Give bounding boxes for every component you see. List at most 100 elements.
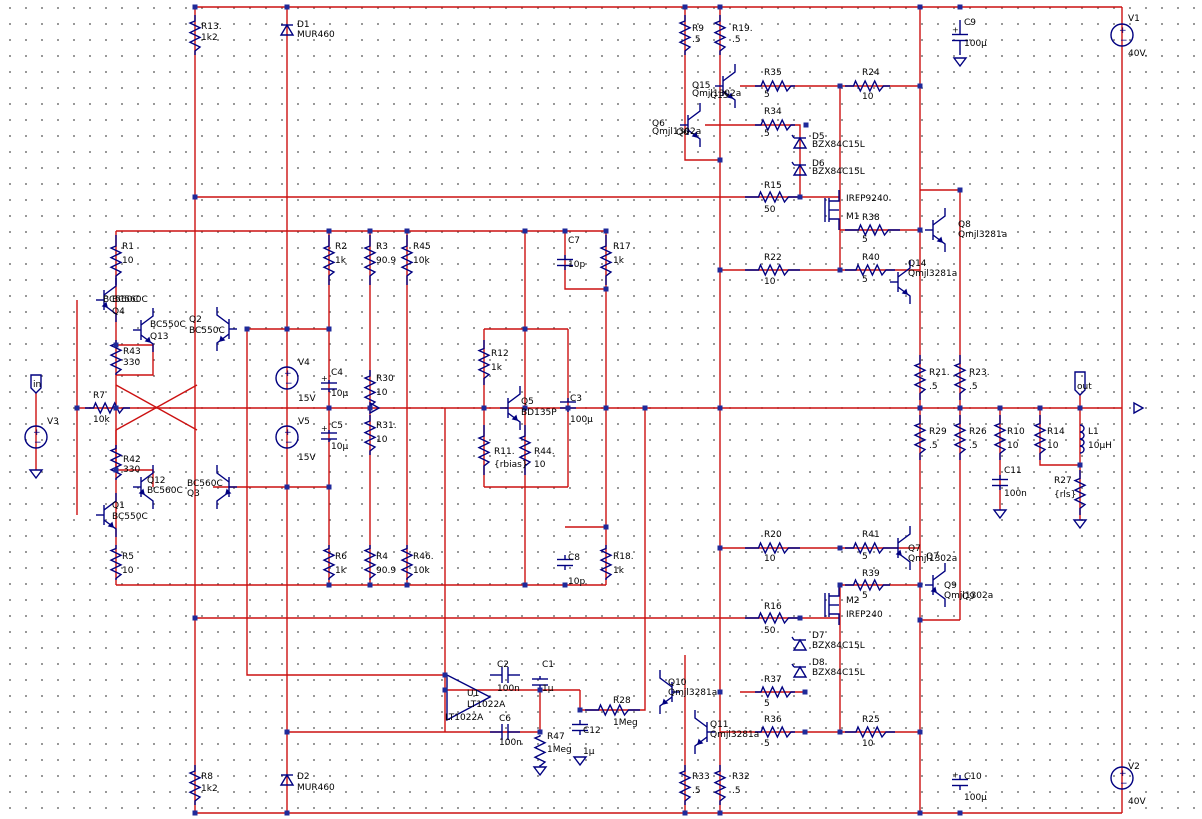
resistor-r6[interactable] [322, 545, 336, 580]
resistor-r15[interactable] [745, 190, 800, 204]
capacitor-c5[interactable]: + [321, 424, 337, 442]
resistor-r47[interactable] [533, 735, 547, 768]
voltage-source-v4[interactable]: +− [275, 366, 299, 390]
resistor-r5[interactable] [109, 545, 123, 580]
resistor-r38[interactable] [845, 223, 900, 237]
resistor-r46[interactable] [400, 545, 414, 580]
r6-value-label: 1k [335, 566, 347, 576]
zener-d7[interactable] [791, 636, 808, 651]
resistor-r8[interactable] [188, 765, 202, 805]
transistor-q8[interactable] [925, 208, 946, 252]
capacitor-c8[interactable] [557, 555, 573, 570]
mosfet-m2[interactable] [824, 585, 840, 625]
r23-value-label: .5 [969, 382, 978, 392]
capacitor-c4[interactable]: + [321, 374, 337, 392]
resistor-r39[interactable] [845, 578, 890, 592]
c2-value-label: 100n [497, 684, 520, 694]
resistor-r21[interactable] [913, 355, 927, 400]
resistor-r2[interactable] [322, 235, 336, 285]
zener-d5[interactable] [791, 134, 808, 149]
transistor-q12[interactable] [133, 465, 154, 509]
transistor-q9[interactable] [925, 563, 946, 607]
resistor-r37[interactable] [755, 685, 795, 699]
resistor-r20[interactable] [745, 541, 800, 555]
capacitor-c11[interactable] [992, 475, 1008, 490]
resistor-r1[interactable] [109, 235, 123, 285]
resistor-r36[interactable] [755, 725, 795, 739]
transistor-q7[interactable] [890, 526, 911, 570]
opamp-u1[interactable] [446, 673, 492, 722]
transistor-q10[interactable] [659, 670, 680, 714]
junction-dot [537, 729, 543, 735]
resistor-r25[interactable] [845, 725, 895, 739]
resistor-r12[interactable] [477, 340, 491, 385]
r4-ref-label: R4 [376, 552, 388, 562]
resistor-r11[interactable] [477, 425, 491, 475]
resistor-r9[interactable] [678, 15, 692, 55]
resistor-r23[interactable] [953, 355, 967, 400]
resistor-r10[interactable] [993, 415, 1007, 460]
voltage-source-v5[interactable]: +− [275, 425, 299, 449]
transistor-q2[interactable] [216, 307, 237, 351]
ground-symbol [532, 766, 548, 777]
resistor-r45[interactable] [400, 235, 414, 285]
diode-d2[interactable] [279, 773, 295, 786]
resistor-r17[interactable] [599, 235, 613, 285]
capacitor-c9[interactable]: + [952, 20, 968, 55]
r21-value-label: .5 [929, 382, 938, 392]
diode-d1[interactable] [279, 23, 295, 36]
resistor-r19[interactable] [713, 15, 727, 55]
resistor-r41[interactable] [845, 541, 890, 555]
capacitor-c6[interactable] [490, 724, 520, 740]
resistor-r34[interactable] [755, 118, 795, 132]
resistor-r33[interactable] [678, 765, 692, 805]
resistor-r7[interactable] [85, 401, 130, 415]
r40-value-label: 5 [862, 275, 868, 285]
resistor-r3[interactable] [363, 235, 377, 285]
capacitor-c10[interactable]: + [952, 771, 968, 791]
voltage-source-v1[interactable]: +− [1110, 23, 1134, 47]
r8-value-label: 1k2 [201, 784, 218, 794]
resistor-r22[interactable] [745, 263, 800, 277]
voltage-source-v2[interactable]: +− [1110, 766, 1134, 790]
resistor-r32[interactable] [713, 765, 727, 805]
resistor-r18[interactable] [599, 545, 613, 580]
zener-d8[interactable] [791, 663, 808, 678]
transistor-q11[interactable] [694, 710, 715, 754]
transistor-q1[interactable] [96, 493, 117, 537]
capacitor-c12[interactable] [572, 720, 588, 735]
r16-ref-label: R16 [764, 602, 782, 612]
transistor-q13[interactable] [133, 308, 154, 352]
resistor-r42[interactable] [109, 445, 123, 480]
resistor-r35[interactable] [755, 79, 795, 93]
ground-symbol [952, 57, 968, 68]
transistor-q6[interactable] [680, 103, 701, 147]
resistor-r29[interactable] [913, 415, 927, 460]
resistor-r16[interactable] [745, 611, 800, 625]
inductor-l1[interactable] [1079, 424, 1085, 454]
transistor-q14[interactable] [890, 260, 911, 304]
transistor-q4[interactable] [96, 278, 117, 322]
resistor-r26[interactable] [953, 415, 967, 460]
svg-text:−: − [285, 379, 293, 389]
voltage-source-v3[interactable]: +− [24, 425, 48, 449]
resistor-r27[interactable] [1073, 470, 1087, 515]
resistor-r4[interactable] [363, 545, 377, 580]
resistor-r44[interactable] [518, 425, 532, 475]
resistor-r28[interactable] [585, 703, 640, 717]
capacitor-c1[interactable] [532, 676, 548, 688]
transistor-q5[interactable] [500, 386, 521, 430]
transistor-q15[interactable] [715, 64, 736, 108]
u1-ref-label: U1 [467, 689, 479, 699]
resistor-r13[interactable] [188, 15, 202, 55]
mosfet-m1[interactable] [824, 190, 840, 230]
resistor-r14[interactable] [1033, 415, 1047, 460]
resistor-r40[interactable] [845, 263, 895, 277]
transistor-q3[interactable] [216, 465, 237, 509]
resistor-r24[interactable] [845, 79, 890, 93]
zener-d6[interactable] [791, 161, 808, 176]
capacitor-c2[interactable] [490, 667, 520, 683]
capacitor-c7[interactable] [557, 255, 573, 270]
junction-dot [442, 687, 448, 693]
resistor-r31[interactable] [363, 415, 377, 455]
